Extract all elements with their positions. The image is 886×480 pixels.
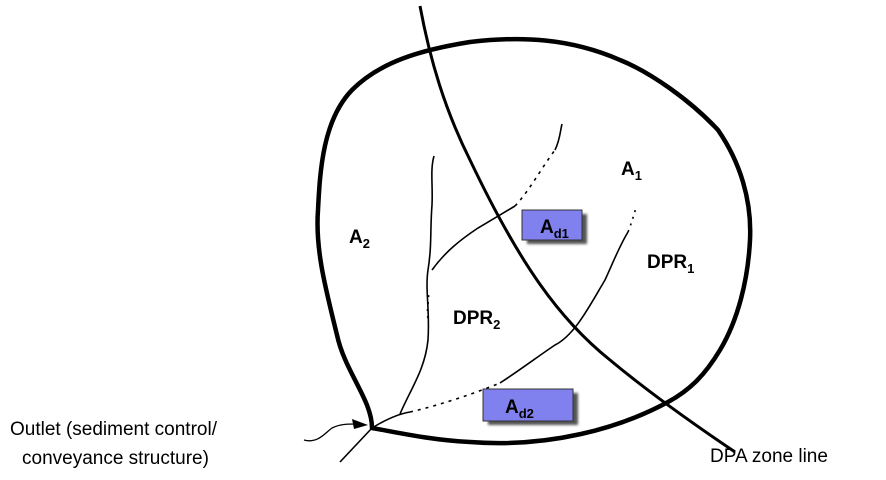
area-a1-label: A1 — [621, 159, 642, 183]
ad2-fill — [482, 388, 574, 422]
upper-branch — [431, 205, 516, 271]
area-ad2-box: Ad2 — [482, 388, 578, 425]
watershed-boundary — [315, 36, 753, 446]
area-ad1-box: Ad1 — [521, 209, 587, 244]
drainage-network — [371, 123, 637, 429]
outlet-leader-line — [303, 423, 357, 442]
ad1-label: Ad1 — [540, 217, 569, 241]
dpa-zone-line — [418, 5, 736, 454]
channel-to-dpr1 — [409, 382, 501, 413]
area-a2-label: A2 — [349, 227, 370, 251]
ad1-fill — [521, 209, 583, 241]
area-dpr1-label: DPR1 — [647, 252, 694, 276]
upper-branch-dotted — [514, 149, 556, 207]
outlet-arrowhead — [352, 419, 368, 429]
upper-branch-end — [554, 123, 563, 151]
dpa-zone-line-label: DPA zone line — [710, 446, 828, 467]
channel-lower-right — [499, 231, 629, 384]
left-tributary — [399, 155, 435, 415]
outlet-label-line2: conveyance structure) — [22, 448, 209, 469]
channel-upper-right-dotted — [627, 207, 637, 233]
outlet-label-line1: Outlet (sediment control/ — [10, 419, 218, 440]
area-dpr2-label: DPR2 — [453, 308, 500, 332]
main-channel — [371, 411, 411, 429]
outlet-tail-line — [339, 427, 373, 463]
ad2-label: Ad2 — [505, 397, 534, 421]
